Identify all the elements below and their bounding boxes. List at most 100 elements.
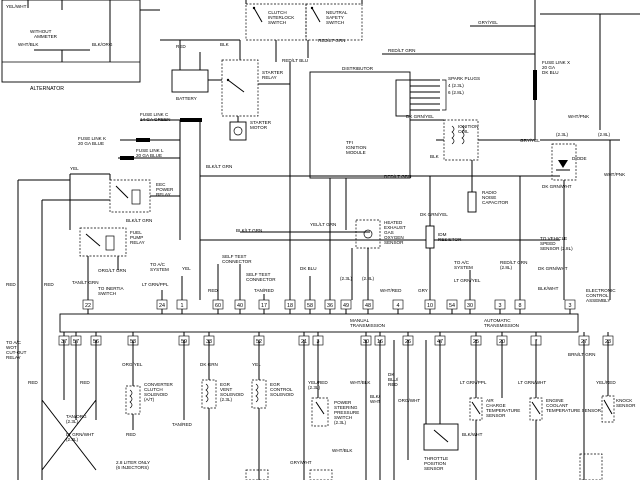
top-pin-number: 22 (85, 303, 91, 309)
wire-yel-red-2-label: YEL/RED (596, 380, 616, 385)
wire-gry-label: GRY (418, 288, 428, 293)
plugs-28-label: 6 (2.8L) (448, 90, 464, 95)
top-pin-number: 8 (519, 303, 522, 309)
wire-red-bottom2-label: RED (80, 380, 90, 385)
top-pin-number: 24 (159, 303, 165, 309)
wire-dk-grn-wht-2-label: DK GRN/WHT (538, 266, 568, 271)
injectors-note-label: 2.8 LITER ONLY(6 INJECTORS) (116, 460, 150, 470)
fuse-link-c-icon (180, 118, 202, 122)
wire-red-lt-blu-label: RED/LT BLU (282, 58, 308, 63)
top-pin-number: 3 (569, 303, 572, 309)
wire-dk-grn-yel-label: DK GRN/YEL (406, 114, 434, 119)
wire-dk-grn-yel-2-label: DK GRN/YEL (420, 212, 448, 217)
diode: DIODE (551, 143, 587, 181)
alternator-label: ALTERNATOR (30, 86, 64, 92)
wire-brn-lt-grn-label: BRN/LT GRN (568, 352, 595, 357)
wire-wht-blk-3-label: WHT/BLK (332, 448, 353, 453)
wire-wht-red-label: WHT/RED (380, 288, 402, 293)
wire-org-lt-grn-label: ORG/LT GRN (98, 268, 126, 273)
diode-label: DIODE (572, 156, 587, 161)
wire-lt-grn-wht-label: LT GRN/WHT (518, 380, 546, 385)
ecu-connector (59, 313, 579, 333)
wire-red-lt-grn-label-2: RED/LT GRN (388, 48, 415, 53)
wire-yel-label: YEL (70, 166, 79, 171)
wire-yel-lt-grn-label: YEL/LT GRN (310, 222, 336, 227)
top-pin-number: 30 (467, 303, 473, 309)
top-pin-number: 10 (427, 303, 433, 309)
wire-tan-red-2-label: TAN/RED (172, 422, 193, 427)
wire-blk-lt-grn-label-3: BLK/LT GRN (206, 164, 232, 169)
wire-tan-red-label: TAN/RED (254, 288, 275, 293)
variant-23-b-label: (2.3L) (340, 276, 352, 281)
battery-label: BATTERY (176, 96, 197, 101)
wire-blk-label: BLK (220, 42, 230, 47)
wire-org-yel-label: ORG/YEL (122, 362, 143, 367)
wire-red-left-label: RED (6, 282, 16, 287)
fuse-link-x-icon (533, 70, 537, 100)
top-pin-number: 18 (287, 303, 293, 309)
wire-yel-wht-label: YEL/WHT (6, 4, 27, 9)
wire-red-lt-grn-label-3: RED/LT GRN (384, 174, 411, 179)
top-pin-number: 17 (261, 303, 267, 309)
wire-lt-grn-wht-23-label: LT GRN/WHT(2.3L) (66, 432, 94, 442)
top-pin-number: 4 (397, 303, 400, 309)
wire-gry-yel-label: GRY/YEL (520, 138, 540, 143)
top-pin-number: 60 (215, 303, 221, 309)
wire-red-lt-grn-label-1: RED/LT GRN (318, 38, 345, 43)
top-pin-number: 36 (327, 303, 333, 309)
fuse-link-k-icon (136, 138, 150, 142)
top-pin-number: 1 (181, 303, 184, 309)
variant-28-a-label: (2.8L) (598, 132, 610, 137)
wire-blk-lt-grn-label-2: BLK/LT GRN (236, 228, 262, 233)
wire-blk-wht-3-label: BLK/WHT (462, 432, 483, 437)
wire-yel-2-label: YEL (182, 266, 191, 271)
wire-yel-3-label: YEL (252, 362, 261, 367)
wire-lt-grn-pnk-label: LT GRN/PPL (142, 282, 169, 287)
wire-dk-blu-label: DK BLU (300, 266, 317, 271)
top-pin-number: 40 (237, 303, 243, 309)
wire-red-lt-grn-28-label: RED/LT GRN(2.8L) (500, 260, 527, 270)
plugs-23-label: 4 (2.3L) (448, 83, 464, 88)
wire-lt-grn-yel-label: LT GRN/YEL (454, 278, 481, 283)
wire-gry-wht-label: GRY/WHT (290, 460, 312, 465)
converter-red-label: RED (126, 432, 136, 437)
wire-wht-pnk-2-label: WHT/PNK (604, 172, 626, 177)
coil-blk-label: BLK (430, 154, 440, 159)
wire-red-bottom-label: RED (28, 380, 38, 385)
